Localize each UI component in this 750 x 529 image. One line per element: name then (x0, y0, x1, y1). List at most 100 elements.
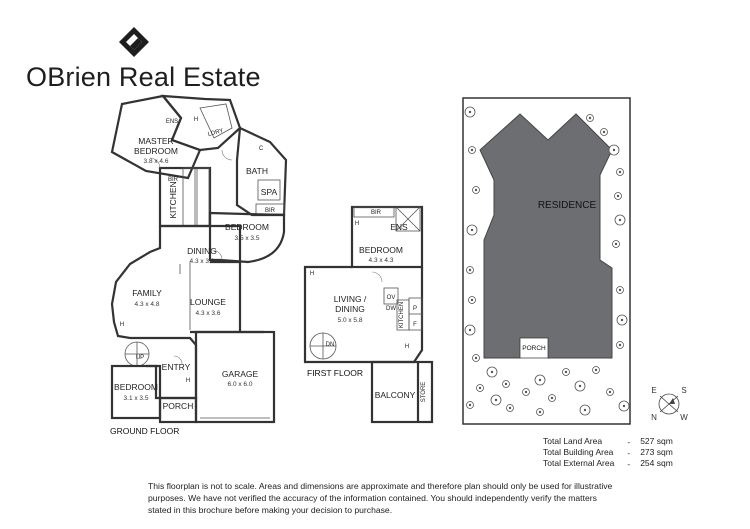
h-marker: H (355, 221, 359, 227)
tree-icon-center (550, 396, 554, 400)
tree-icon-center (564, 370, 568, 374)
tree-icon-center (468, 328, 472, 332)
tree-icon-center (538, 410, 542, 414)
tree-icon-center (588, 116, 592, 120)
first-bedroom-label: BEDROOM (359, 245, 403, 255)
tree-icon-center (490, 370, 494, 374)
living-dining-label: LIVING / (334, 294, 367, 304)
h-marker: H (310, 271, 314, 277)
tree-icon-center (468, 110, 472, 114)
area-label: Total Building Area (543, 447, 614, 457)
compass-n: N (651, 413, 657, 422)
first-kitchen-label: KITCHEN (399, 302, 405, 328)
dining-label: DINING (187, 246, 217, 256)
compass-icon (658, 393, 680, 415)
tree-icon-center (583, 408, 587, 412)
area-label: Total Land Area (543, 436, 603, 446)
area-label: Total External Area (543, 458, 615, 468)
tree-icon-center (470, 148, 474, 152)
tree-icon-center (538, 378, 542, 382)
residence-porch (519, 337, 549, 359)
living-dining-label-2: DINING (335, 304, 365, 314)
compass-e: E (651, 386, 656, 395)
bedroom2-dims: 3.5 x 3.5 (235, 235, 260, 242)
bedroom3-label: BEDROOM (114, 382, 158, 392)
bath-label: BATH (246, 166, 268, 176)
living-dining-dims: 5.0 x 5.8 (338, 317, 363, 324)
tree-icon-center (618, 170, 622, 174)
tree-icon-center (478, 386, 482, 390)
family-dims: 4.3 x 4.8 (135, 301, 160, 308)
tree-icon-center (618, 343, 622, 347)
ground-ens-label: ENS (166, 119, 178, 125)
tree-icon-center (614, 242, 618, 246)
compass-w: W (680, 413, 688, 422)
site-trees (464, 106, 630, 416)
h-marker: H (194, 117, 198, 123)
area-value: 254 sqm (640, 458, 673, 468)
tree-icon-center (618, 288, 622, 292)
c-marker: C (259, 146, 264, 152)
disclaimer-text: This floorplan is not to scale. Areas an… (148, 481, 613, 515)
first-floor-plan (303, 205, 434, 424)
compass-s: S (681, 386, 686, 395)
site-porch-label: PORCH (522, 345, 546, 352)
pantry-label: P (413, 306, 417, 312)
area-value: 527 sqm (640, 436, 673, 446)
master-bedroom-label-2: BEDROOM (134, 146, 178, 156)
tree-icon-center (618, 218, 622, 222)
residence-label: RESIDENCE (538, 200, 597, 211)
tree-icon-center (468, 268, 472, 272)
h-marker: H (186, 378, 190, 384)
tree-icon-center (474, 356, 478, 360)
balcony-label: BALCONY (375, 390, 416, 400)
bir-bed2-label: BIR (265, 208, 276, 214)
lounge-label: LOUNGE (190, 297, 226, 307)
first-ens-label: ENS (390, 222, 408, 232)
spa-label: SPA (261, 187, 278, 197)
tree-icon-center (612, 148, 616, 152)
area-separator: - (627, 436, 631, 447)
entry-label: ENTRY (162, 362, 191, 372)
tree-icon-center (594, 368, 598, 372)
garage-label: GARAGE (222, 369, 259, 379)
store-label: STORE (421, 382, 427, 403)
stair-up-label: UP (136, 355, 144, 361)
area-row: Total External Area-254 sqm (543, 458, 673, 469)
tree-icon-center (504, 382, 508, 386)
tree-icon-center (494, 398, 498, 402)
area-row: Total Building Area -273 sqm (543, 447, 673, 458)
diamond-logo-icon (119, 27, 149, 57)
tree-icon-center (602, 130, 606, 134)
fridge-label: F (413, 322, 417, 328)
area-separator: - (627, 447, 631, 458)
area-row: Total Land Area -527 sqm (543, 436, 673, 447)
tree-icon-center (620, 318, 624, 322)
first-bir-label: BIR (371, 210, 382, 216)
tree-icon-center (524, 390, 528, 394)
stair-down-label: DN (326, 342, 335, 348)
tree-icon-center (608, 390, 612, 394)
tree-icon-center (616, 194, 620, 198)
bedroom3-dims: 3.1 x 3.5 (124, 395, 149, 402)
tree-icon-center (474, 188, 478, 192)
first-bedroom-dims: 4.3 x 4.3 (369, 257, 394, 264)
lounge-dims: 4.3 x 3.6 (196, 310, 221, 317)
brand-name: OBrien Real Estate (26, 62, 261, 92)
tree-icon-center (578, 384, 582, 388)
h-marker: H (405, 344, 409, 350)
tree-icon-center (508, 406, 512, 410)
oven-label: OV (387, 295, 396, 301)
master-bedroom-label: MASTER (138, 136, 173, 146)
tree-icon-center (470, 298, 474, 302)
family-label: FAMILY (132, 288, 162, 298)
bedroom2-label: BEDROOM (225, 222, 269, 232)
h-marker: H (120, 322, 124, 328)
tree-icon-center (470, 228, 474, 232)
residence-footprint (479, 113, 613, 359)
area-value: 273 sqm (640, 447, 673, 457)
dining-dims: 4.3 x 3.3 (190, 258, 215, 265)
ldry-label: LDRY (207, 128, 224, 138)
